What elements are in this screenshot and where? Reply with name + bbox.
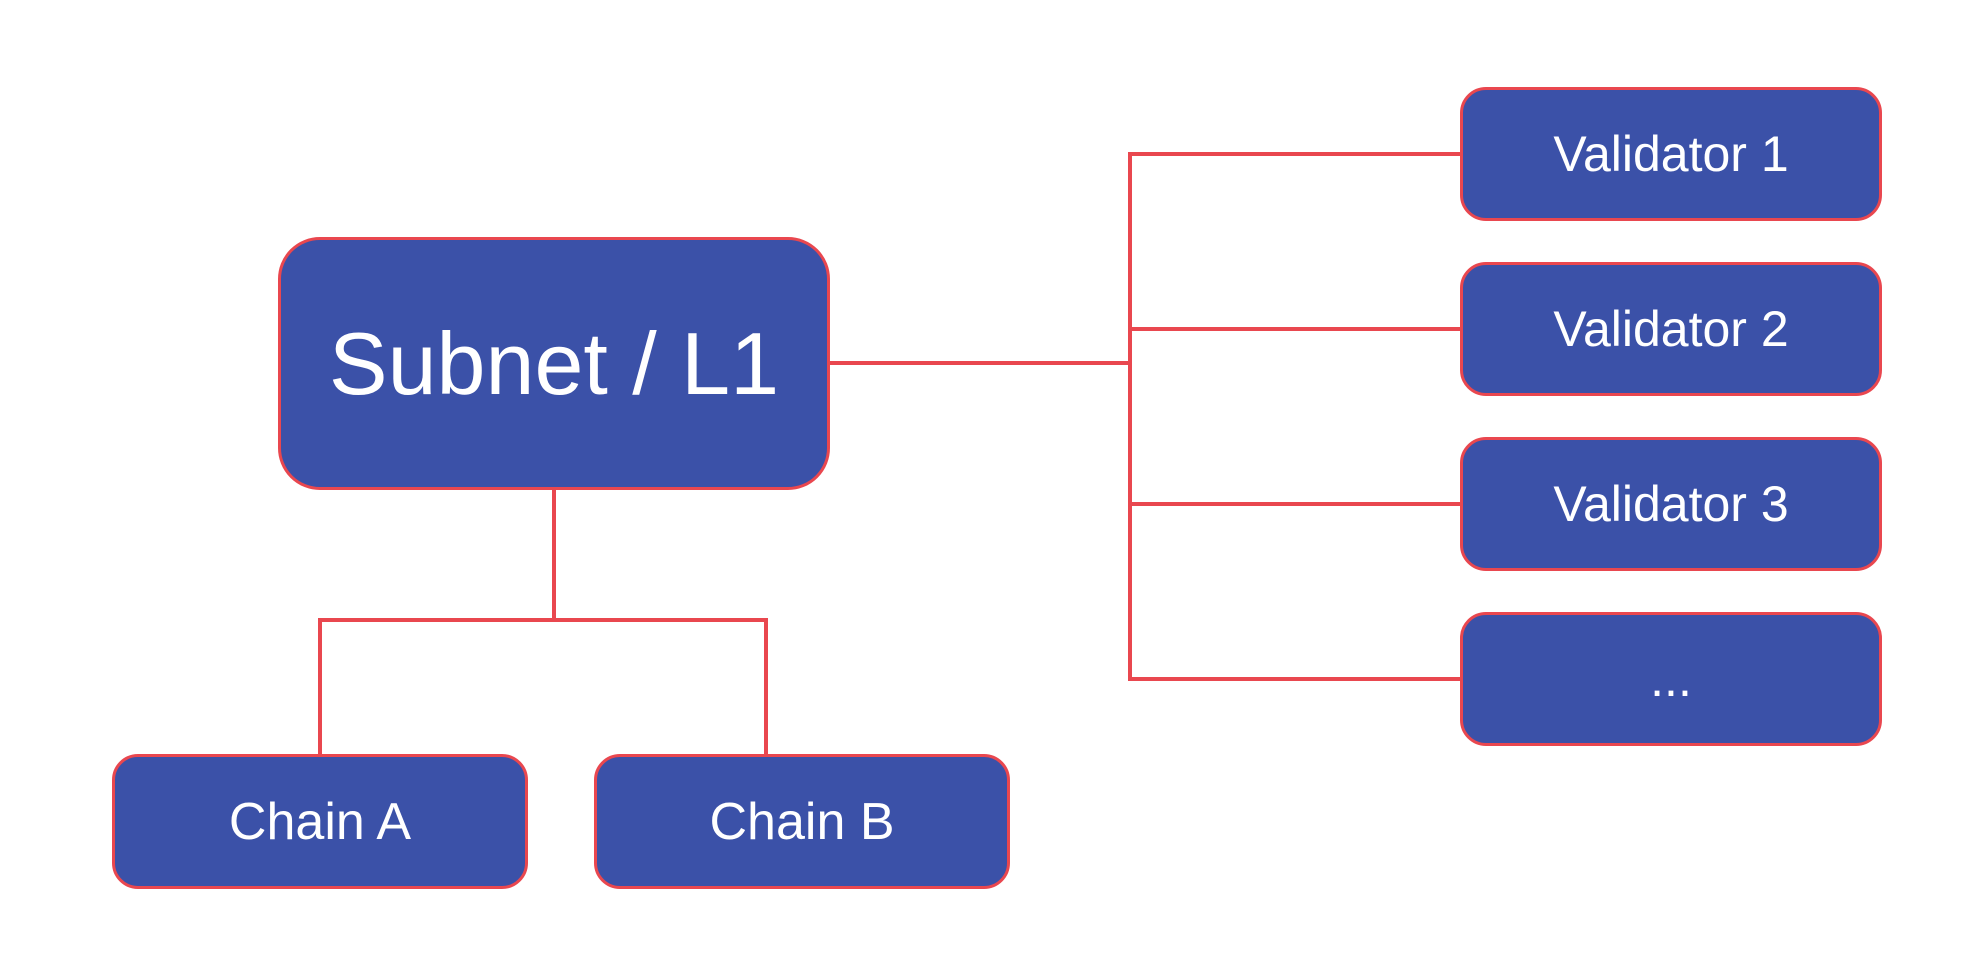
edge-to-validator-1 (1128, 152, 1460, 156)
edge-chains-connector (318, 618, 768, 622)
edge-to-chain-b (764, 620, 768, 754)
chain-b-label: Chain B (709, 792, 895, 851)
chain-a-label: Chain A (228, 792, 412, 851)
validator-2-node: Validator 2 (1460, 262, 1882, 396)
edge-to-chain-a (318, 620, 322, 754)
validator-2-label: Validator 2 (1553, 301, 1789, 357)
edge-validator-trunk (1128, 152, 1132, 681)
edge-to-validator-2 (1128, 327, 1460, 331)
validator-1-label: Validator 1 (1553, 126, 1789, 182)
edge-subnet-drop (552, 490, 556, 620)
edge-to-validator-ellipsis (1128, 677, 1460, 681)
chain-a-node: Chain A (112, 754, 528, 889)
edge-subnet-to-trunk (830, 361, 1132, 365)
subnet-l1-node: Subnet / L1 (278, 237, 830, 490)
validator-ellipsis-label: ... (1650, 651, 1692, 707)
subnet-l1-label: Subnet / L1 (328, 313, 780, 413)
validator-1-node: Validator 1 (1460, 87, 1882, 221)
edge-to-validator-3 (1128, 502, 1460, 506)
chain-b-node: Chain B (594, 754, 1010, 889)
validator-3-label: Validator 3 (1553, 476, 1789, 532)
validator-ellipsis-node: ... (1460, 612, 1882, 746)
validator-3-node: Validator 3 (1460, 437, 1882, 571)
